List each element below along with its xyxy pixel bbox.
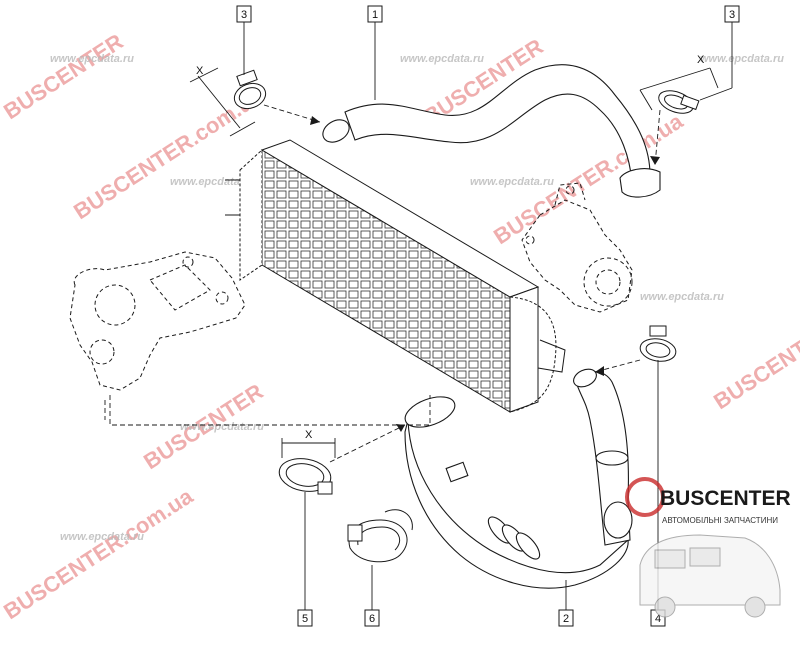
watermark-brand: BUSCENTER [0,29,128,125]
dimension-x-lower [281,438,336,458]
callout-6: 6 [369,613,375,625]
dimension-x-left-label: X [196,65,204,77]
callout-3-left: 3 [241,9,247,21]
buscenter-logo: BUSCENTER АВТОМОБІЛЬНІ ЗАПЧАСТИНИ [625,477,791,618]
watermark-domain: www.epcdata.ru [180,421,264,433]
callout-5: 5 [302,613,308,625]
dimension-x-left [189,67,256,137]
assembly-lines [104,104,661,463]
turbocharger [521,182,633,313]
clamp-6 [347,509,413,563]
dimension-x-right-label: X [697,54,705,66]
clamp-4 [639,325,677,362]
logo-subtitle: АВТОМОБІЛЬНІ ЗАПЧАСТИНИ [662,516,778,525]
clamp-3-right [658,90,700,114]
assembly-arrows [310,116,660,432]
intake-housing [69,251,246,391]
hose-upper [322,64,661,198]
dimension-x-right [639,67,719,111]
dimension-x-lower-label: X [305,429,313,441]
callout-1: 1 [372,9,378,21]
watermark-brand: BUSCENTER.com.ua [0,483,198,624]
watermark-domain: www.epcdata.ru [700,53,784,65]
logo-title: BUSCENTER [660,487,791,510]
callout-3-right: 3 [729,9,735,21]
watermark-domain: www.epcdata.ru [60,531,144,543]
callout-2: 2 [563,613,569,625]
clamp-3-left [233,69,267,110]
van-illustration [639,534,781,618]
watermark-domain: www.epcdata.ru [170,176,254,188]
watermark-brand: BUSCENTER [709,319,800,415]
callout-4: 4 [655,613,661,625]
watermark-domain: www.epcdata.ru [640,291,724,303]
watermark-domain: www.epcdata.ru [470,176,554,188]
intercooler [225,139,566,413]
hose-right-lower [573,368,633,546]
clamp-5 [278,458,333,495]
watermark-domain: www.epcdata.ru [50,53,134,65]
watermark-domain: www.epcdata.ru [400,53,484,65]
